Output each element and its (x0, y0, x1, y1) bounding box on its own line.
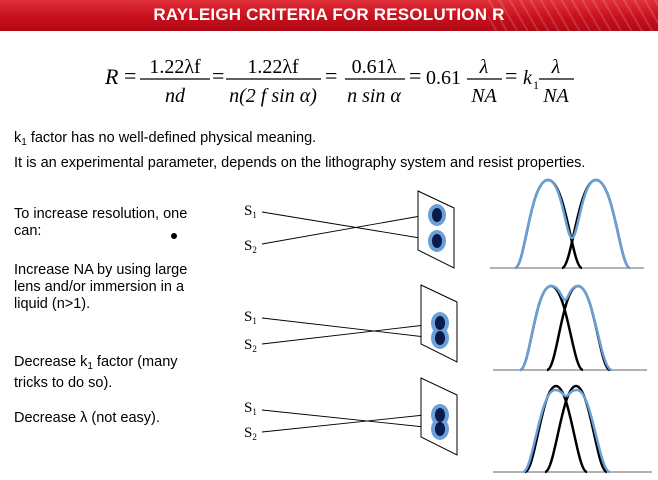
fraction1-numerator: 1.22λf (149, 56, 201, 78)
intensity-curve-resolved (513, 178, 632, 270)
k1-meaning-line: k1 factor has no well-defined physical m… (14, 130, 654, 151)
page-title: RAYLEIGH CRITERIA FOR RESOLUTION R (153, 5, 505, 24)
experimental-parameter-text: It is an experimental parameter, depends… (14, 155, 586, 171)
equals-1: = (124, 63, 136, 88)
decrease-lambda-text: Decrease λ (not easy). (14, 410, 160, 426)
k1-letter: k (14, 130, 22, 146)
increase-resolution-text: To increase resolution, one can: (14, 206, 188, 239)
fraction5-numerator: λ (551, 56, 561, 78)
equals-5: = (505, 63, 517, 88)
diagram-row-rayleigh: S1 S2 (244, 284, 647, 372)
k-symbol: k (523, 67, 533, 89)
fraction3-denominator: n sin α (347, 85, 401, 107)
diagram-row-unresolved: S1 S2 (244, 377, 652, 474)
source-s2-label: S2 (244, 425, 257, 442)
decrease-k1-text: Decrease k1 factor (many tricks to do so… (14, 354, 214, 392)
fraction2-numerator: 1.22λf (247, 56, 299, 78)
fraction1-denominator: nd (165, 85, 186, 107)
fraction4-denominator: NA (470, 85, 497, 107)
increase-na-text: Increase NA by using large lens and/or i… (14, 262, 188, 312)
rayleigh-formula: R = 1.22λf nd = 1.22λf n(2 f sin α) = 0.… (104, 56, 574, 107)
decrease-k1-suffix: factor (many tricks to do so). (14, 354, 178, 391)
title-banner: RAYLEIGH CRITERIA FOR RESOLUTION R (0, 0, 658, 31)
formula-r: R (104, 64, 119, 89)
fraction5-denominator: NA (542, 85, 569, 107)
equals-4: = (409, 63, 421, 88)
fraction2-denominator: n(2 f sin α) (229, 85, 317, 107)
k-subscript: 1 (533, 78, 539, 92)
k1-meaning-text: factor has no well-defined physical mean… (26, 130, 317, 146)
source-s2-label: S2 (244, 238, 257, 255)
source-s1-label: S1 (244, 309, 257, 326)
diagram-row-resolved: S1 S2 (244, 178, 644, 270)
banner-decoration (488, 0, 658, 31)
equals-2: = (212, 63, 224, 88)
source-s2-label: S2 (244, 337, 257, 354)
bullet-dot (171, 233, 177, 239)
decrease-k1-subscript: 1 (87, 361, 93, 372)
equals-3: = (325, 63, 337, 88)
source-s1-label: S1 (244, 203, 257, 220)
fraction3-numerator: 0.61λ (352, 56, 397, 78)
source-s1-label: S1 (244, 400, 257, 417)
decrease-k1-prefix: Decrease k (14, 354, 88, 370)
coefficient-061: 0.61 (426, 67, 461, 89)
intensity-curve-unresolved (522, 388, 611, 474)
fraction4-numerator: λ (479, 56, 489, 78)
intensity-curve-rayleigh (519, 284, 613, 372)
k1-subscript: 1 (21, 137, 27, 148)
